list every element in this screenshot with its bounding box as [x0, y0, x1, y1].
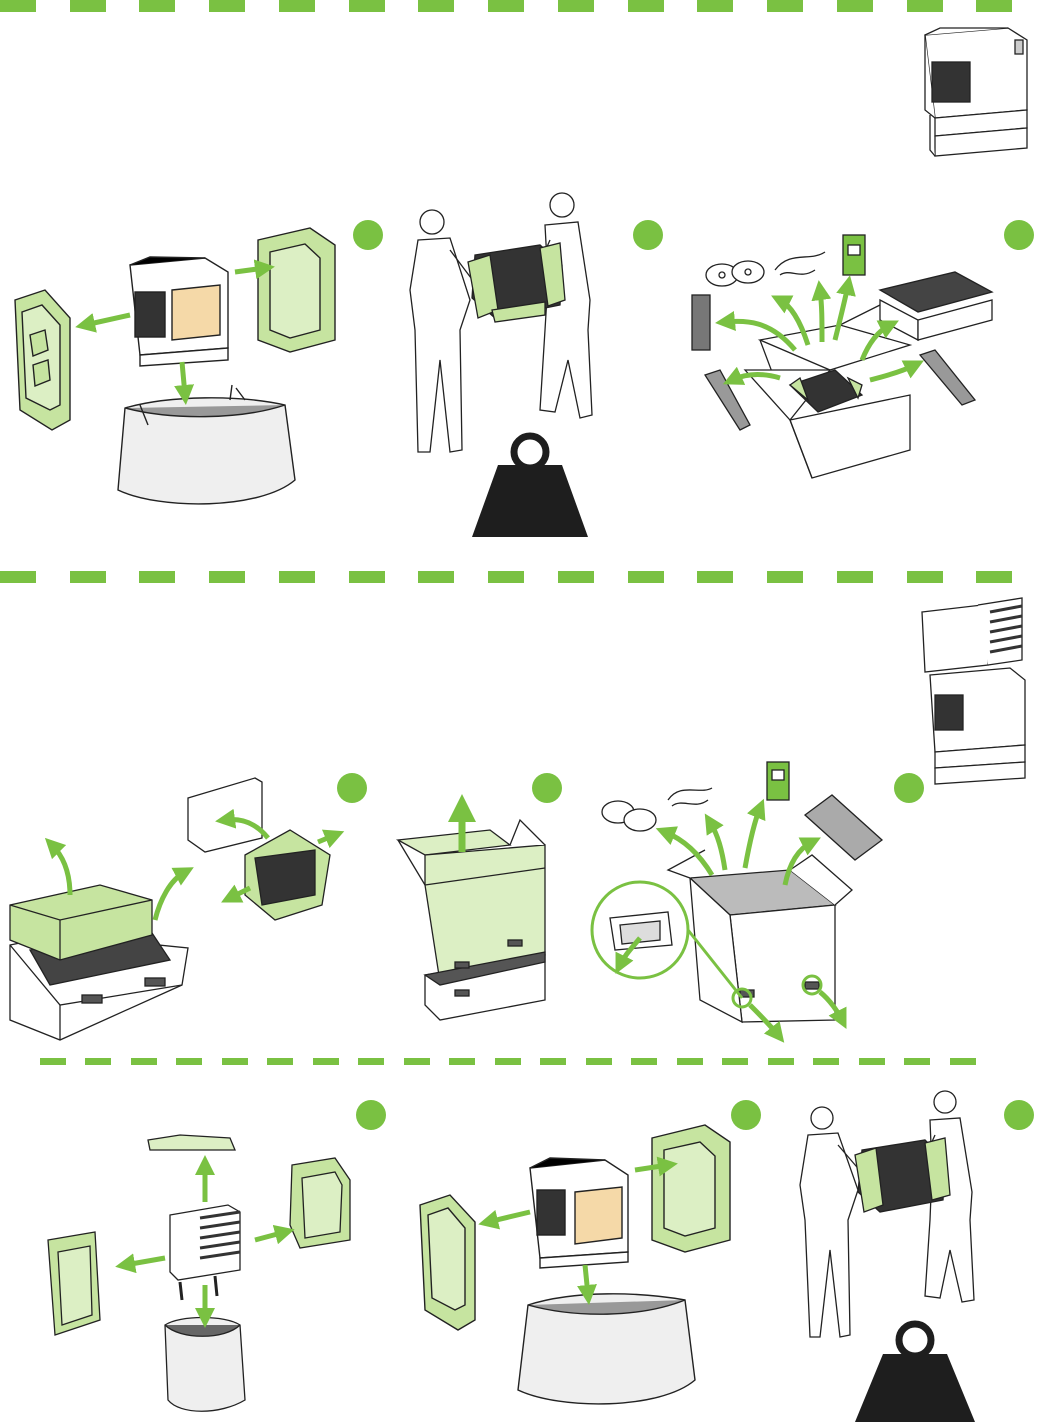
weight-icon — [472, 436, 588, 537]
step5-illustration — [398, 820, 545, 1020]
step2-two-people-lifting — [410, 193, 592, 452]
printer-icon — [925, 28, 1027, 156]
step3-open-box — [692, 235, 992, 478]
printer-with-mailbox-icon — [922, 598, 1025, 784]
step6-illustration — [592, 762, 882, 1022]
step9-two-people-lifting — [800, 1091, 974, 1337]
step7-illustration — [48, 1135, 350, 1411]
weight-icon — [855, 1324, 975, 1422]
step8-illustration — [420, 1125, 730, 1404]
step4-illustration — [10, 778, 330, 1040]
step1-illustration — [15, 228, 335, 504]
